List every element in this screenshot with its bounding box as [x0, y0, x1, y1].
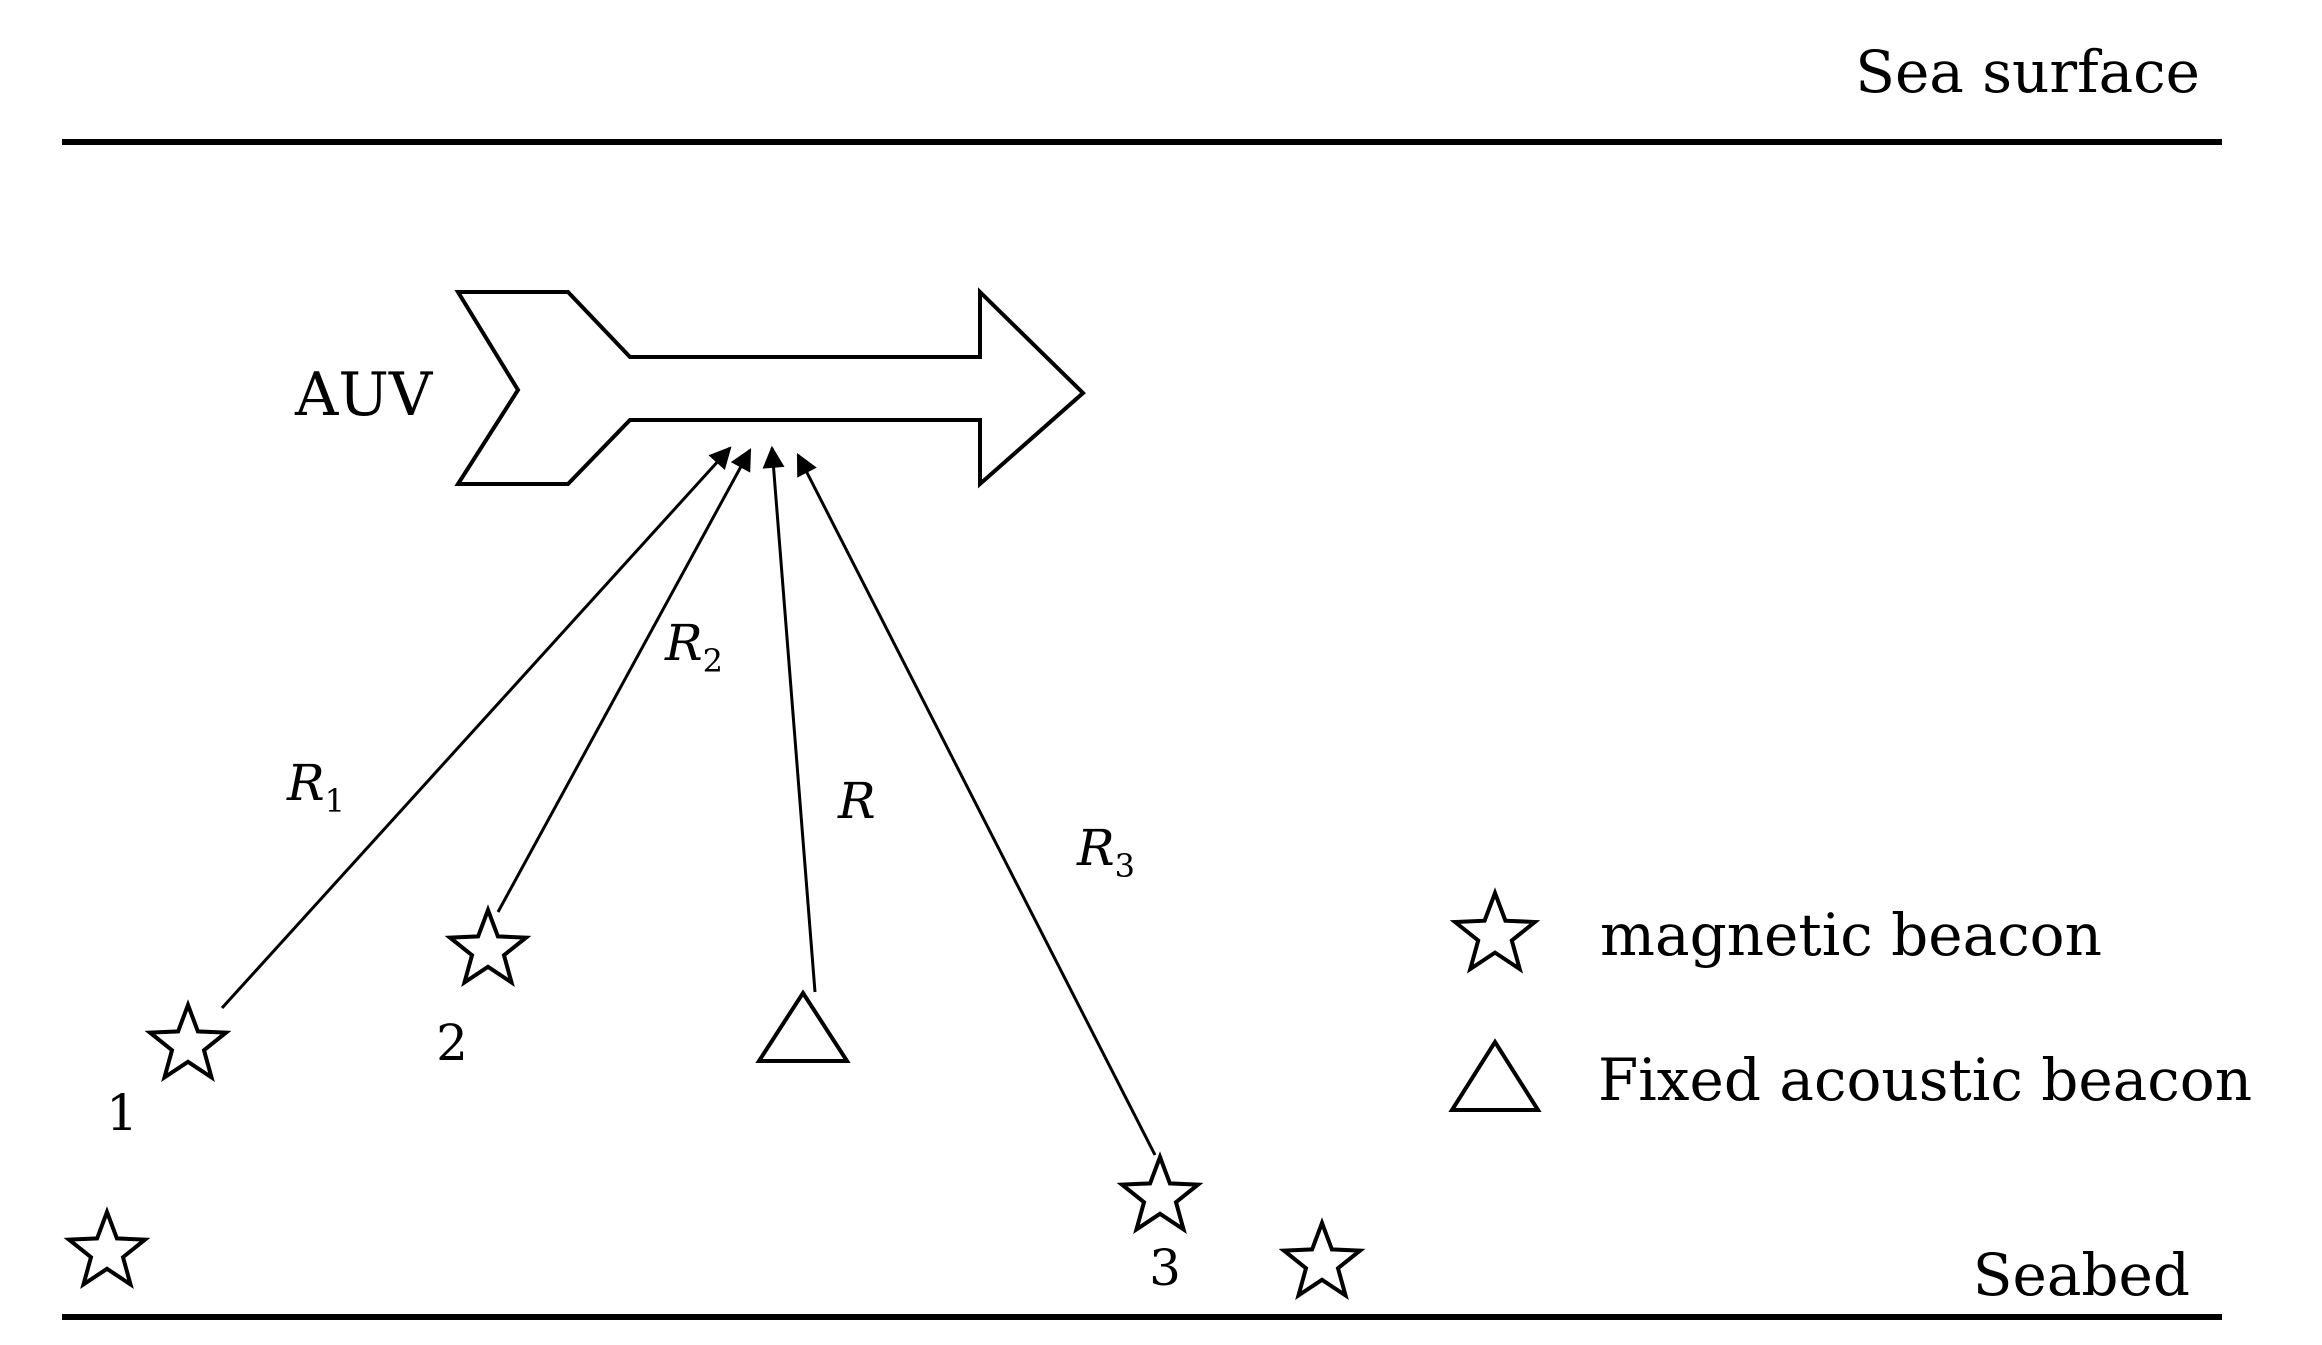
- star-icon: [1278, 1217, 1366, 1301]
- magnetic-beacon-unlabeled-right: [1278, 1217, 1366, 1301]
- auv-label: AUV: [294, 360, 434, 430]
- acoustic-beacon: [755, 989, 851, 1063]
- magnetic-beacon-unlabeled-left: [63, 1206, 151, 1290]
- star-icon: [1449, 887, 1541, 974]
- seabed-label: Seabed: [1973, 1241, 2190, 1309]
- sea-surface-label: Sea surface: [1855, 38, 2200, 106]
- range-label-r1: R1: [286, 754, 345, 820]
- range-arrow-r1: [220, 446, 732, 1010]
- star-icon: [1116, 1151, 1204, 1235]
- range-label-r-base: R: [837, 772, 876, 830]
- range-label-r3: R3: [1076, 819, 1135, 885]
- beacon-number-1: 1: [106, 1084, 138, 1142]
- magnetic-beacon-2: [444, 904, 532, 988]
- range-label-r1-sub: 1: [325, 782, 345, 820]
- triangle-icon: [1448, 1038, 1542, 1112]
- legend-item-acoustic: Fixed acoustic beacon: [1448, 1038, 2252, 1114]
- star-icon: [144, 999, 232, 1083]
- auv-shape: [454, 287, 1086, 489]
- range-label-r3-base: R: [1076, 819, 1115, 877]
- range-label-r1-base: R: [286, 754, 325, 812]
- star-icon: [63, 1206, 151, 1290]
- range-label-r2: R2: [664, 614, 723, 680]
- range-arrow-r2: [496, 448, 752, 913]
- range-arrow-r: [762, 445, 817, 993]
- beacon-number-3: 3: [1149, 1239, 1181, 1297]
- range-label-r3-sub: 3: [1115, 847, 1135, 885]
- legend-label-magnetic: magnetic beacon: [1600, 901, 2102, 969]
- beacon-number-2: 2: [436, 1014, 468, 1072]
- range-label-r: R: [837, 772, 876, 830]
- legend: magnetic beacon Fixed acoustic beacon: [1448, 887, 2252, 1114]
- legend-item-magnetic: magnetic beacon: [1449, 887, 2102, 974]
- range-label-r2-sub: 2: [703, 642, 723, 680]
- magnetic-beacon-3: [1116, 1151, 1204, 1235]
- legend-label-acoustic: Fixed acoustic beacon: [1598, 1046, 2252, 1114]
- range-arrow-r3: [796, 453, 1157, 1156]
- star-icon: [444, 904, 532, 988]
- magnetic-beacon-1: [144, 999, 232, 1083]
- range-label-r2-base: R: [664, 614, 703, 672]
